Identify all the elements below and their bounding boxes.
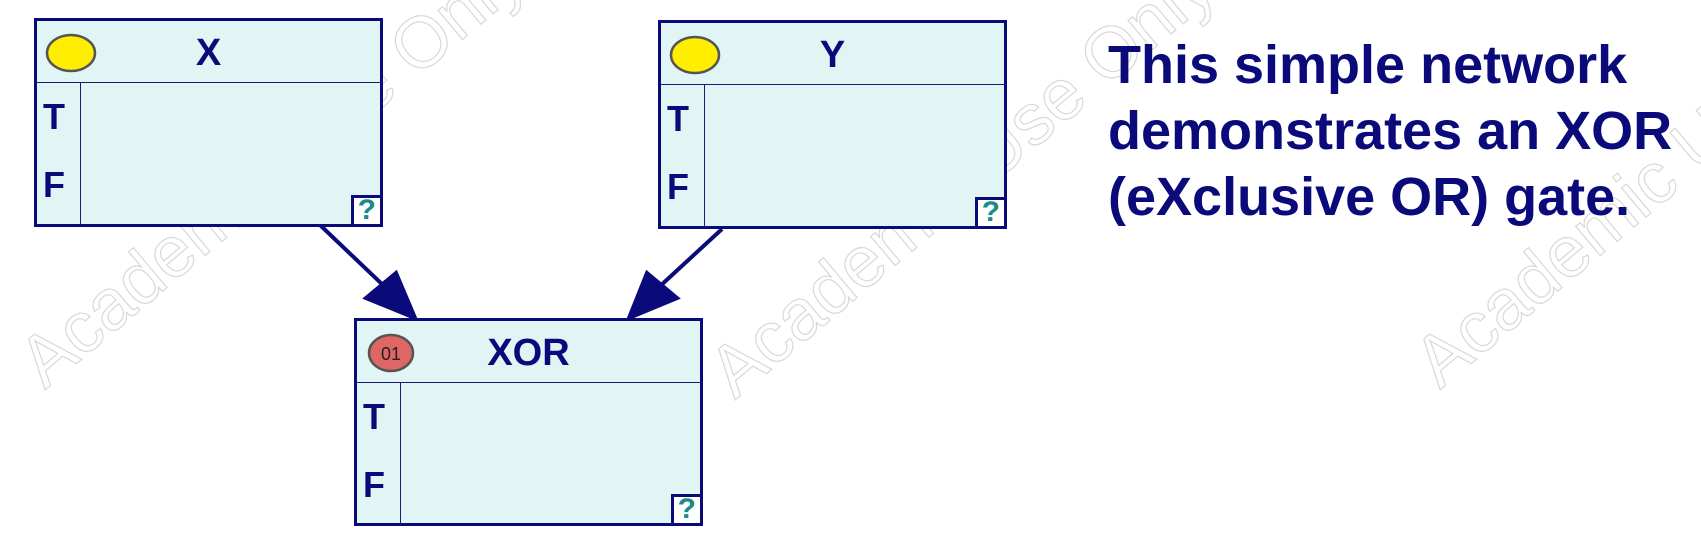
help-icon[interactable]: ? — [671, 494, 703, 526]
state-column: T F — [37, 83, 81, 224]
arrowhead-icon — [362, 269, 419, 322]
state-column: T F — [357, 383, 401, 523]
state-label-false: F — [43, 164, 65, 205]
deterministic-node-icon: 01 — [367, 333, 415, 373]
arrowhead-icon — [625, 269, 681, 322]
help-icon[interactable]: ? — [975, 197, 1007, 229]
node-title: XOR — [487, 332, 570, 374]
node-title: X — [195, 32, 222, 74]
description-line: (eXclusive OR) gate. — [1108, 167, 1631, 227]
state-label-true: T — [43, 96, 65, 137]
node-header: Y — [661, 23, 1004, 85]
state-label-true: T — [667, 98, 689, 139]
description-text: This simple network demonstrates an XOR … — [1108, 32, 1688, 230]
node-header: X — [37, 21, 380, 83]
edge-y-to-xor[interactable] — [625, 227, 724, 322]
help-icon[interactable]: ? — [351, 195, 383, 227]
node-y[interactable]: Y T F ? — [658, 20, 1007, 229]
state-label-false: F — [363, 464, 385, 505]
state-column: T F — [661, 85, 705, 226]
node-title: Y — [819, 34, 846, 76]
description-line: demonstrates an XOR — [1108, 101, 1673, 161]
node-x[interactable]: X T F ? — [34, 18, 383, 227]
deterministic-icon-label: 01 — [381, 344, 401, 364]
state-label-true: T — [363, 396, 385, 437]
node-xor[interactable]: 01 XOR T F ? — [354, 318, 703, 526]
yellow-ellipse-icon — [45, 33, 97, 73]
edge-x-to-xor[interactable] — [318, 223, 419, 322]
description-line: This simple network — [1108, 35, 1628, 95]
state-label-false: F — [667, 166, 689, 207]
yellow-ellipse-icon — [669, 35, 721, 75]
node-header: 01 XOR — [357, 321, 700, 383]
